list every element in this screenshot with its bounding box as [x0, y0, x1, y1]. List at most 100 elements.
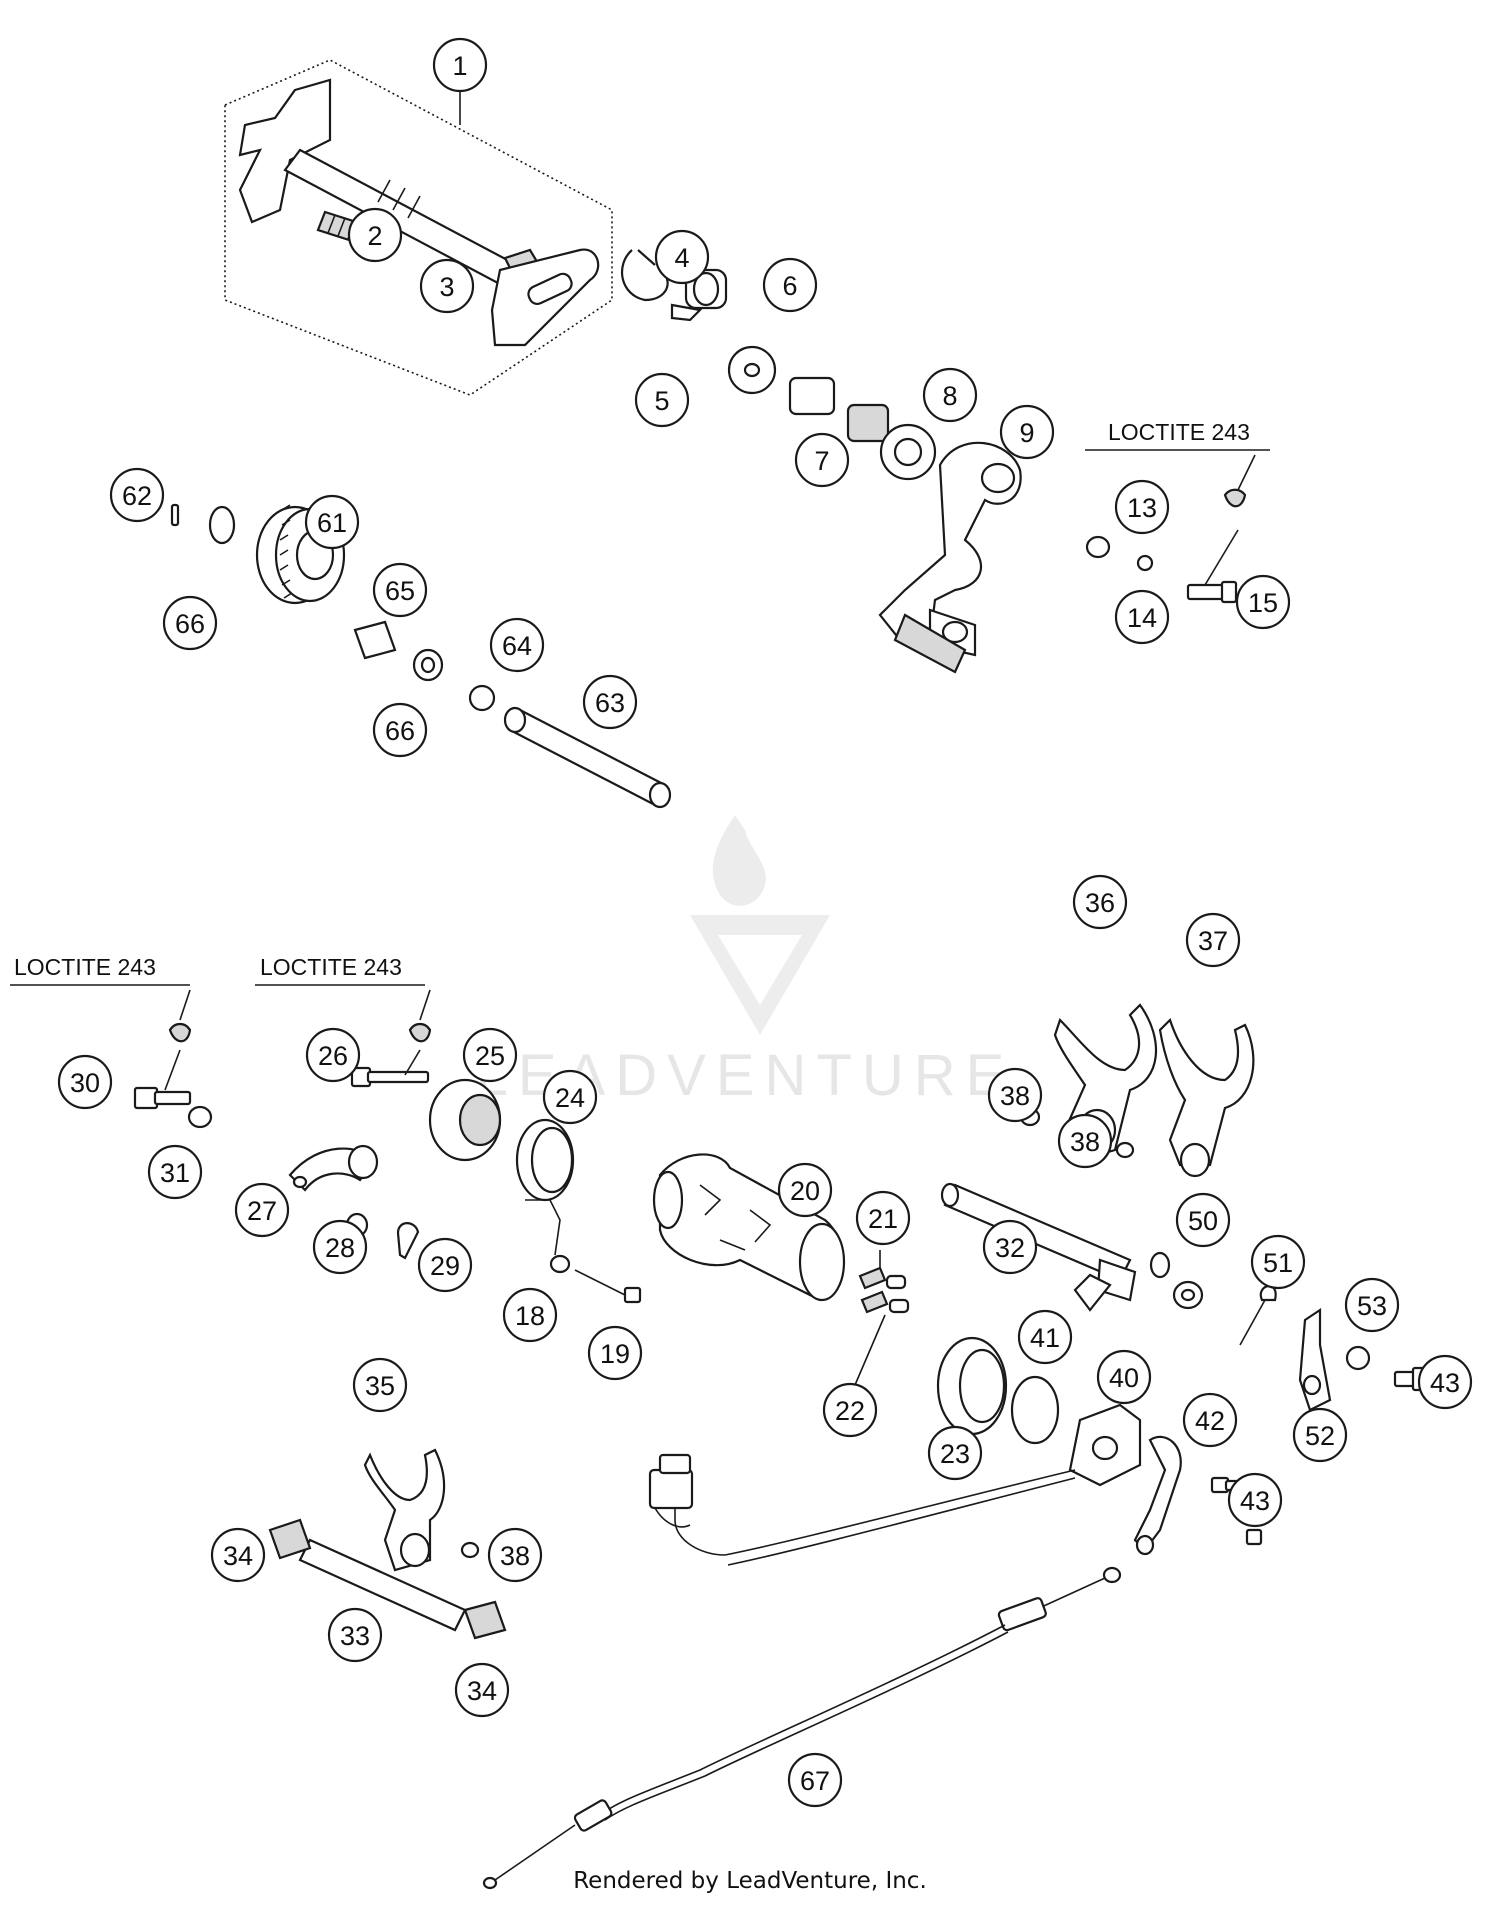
callout-37: 37 [1185, 912, 1241, 968]
callout-circle [982, 1219, 1038, 1275]
callout-circle [1175, 1192, 1231, 1248]
callout-51: 51 [1250, 1234, 1306, 1290]
callout-38: 38 [987, 1067, 1043, 1123]
callout-circle [372, 702, 428, 758]
callout-2: 2 [347, 207, 403, 263]
callout-64: 64 [489, 617, 545, 673]
gear-sensor-bracket [1239, 1284, 1427, 1412]
callout-circle [304, 494, 360, 550]
callout-40: 40 [1096, 1349, 1152, 1405]
callout-number: 53 [1357, 1291, 1387, 1321]
callout-18: 18 [502, 1287, 558, 1343]
callout-circle [462, 1027, 518, 1083]
callout-circle [542, 1069, 598, 1125]
footer-credit: Rendered by LeadVenture, Inc. [573, 1868, 927, 1894]
callout-22: 22 [822, 1382, 878, 1438]
callout-circle [210, 1527, 266, 1583]
callout-number: 43 [1430, 1368, 1460, 1398]
callout-number: 13 [1127, 493, 1157, 523]
shift-shaft-kit [224, 59, 613, 396]
callout-52: 52 [1292, 1407, 1348, 1463]
callout-number: 67 [800, 1766, 830, 1796]
callout-number: 65 [385, 576, 415, 606]
callout-number: 29 [430, 1251, 460, 1281]
loctite-notes [10, 984, 432, 1043]
callout-number: 61 [317, 508, 347, 538]
callout-circle [1057, 1113, 1113, 1169]
callout-number: 42 [1195, 1406, 1225, 1436]
callout-28: 28 [312, 1219, 368, 1275]
callout-circle [1417, 1354, 1473, 1410]
callout-number: 62 [122, 481, 152, 511]
callout-20: 20 [777, 1162, 833, 1218]
callout-number: 2 [367, 221, 382, 251]
callout-number: 21 [868, 1204, 898, 1234]
callout-circle [1096, 1349, 1152, 1405]
callout-number: 18 [515, 1301, 545, 1331]
callout-circle [502, 1287, 558, 1343]
callout-43: 43 [1417, 1354, 1473, 1410]
callout-circle [489, 617, 545, 673]
kickstart-idler-gear [170, 503, 672, 809]
callout-number: 38 [1070, 1127, 1100, 1157]
callout-number: 28 [325, 1233, 355, 1263]
callout-3: 3 [419, 258, 475, 314]
callout-circle [822, 1382, 878, 1438]
callout-circle [234, 1182, 290, 1238]
callout-circle [1114, 479, 1170, 535]
callout-number: 51 [1263, 1248, 1293, 1278]
callout-65: 65 [372, 562, 428, 618]
callout-number: 40 [1109, 1363, 1139, 1393]
callout-36: 36 [1072, 874, 1128, 930]
callout-8: 8 [922, 367, 978, 423]
callout-circle [147, 1144, 203, 1200]
callout-number: 1 [452, 51, 467, 81]
callout-circle [855, 1190, 911, 1246]
callout-number: 43 [1240, 1486, 1270, 1516]
detent-lever-parts [288, 1144, 420, 1260]
callout-38: 38 [487, 1527, 543, 1583]
shift-lever [878, 441, 1022, 674]
callout-number: 8 [942, 381, 957, 411]
callout-33: 33 [327, 1607, 383, 1663]
callout-circle [1017, 1309, 1073, 1365]
leadventure-watermark: LEADVENTURE [476, 815, 1004, 1108]
callout-number: 38 [500, 1541, 530, 1571]
callout-number: 15 [1248, 588, 1278, 618]
callout-circle [1072, 874, 1128, 930]
loctite-label-left: LOCTITE 243 [14, 954, 156, 980]
callout-number: 50 [1188, 1206, 1218, 1236]
callout-number: 20 [790, 1176, 820, 1206]
callout-62: 62 [109, 467, 165, 523]
callout-24: 24 [542, 1069, 598, 1125]
callout-circle [634, 372, 690, 428]
callout-number: 27 [247, 1196, 277, 1226]
callout-circle [454, 1662, 510, 1718]
shift-forks-upper [1019, 1003, 1255, 1178]
callout-circle [312, 1219, 368, 1275]
callout-number: 63 [595, 688, 625, 718]
callout-circle [654, 229, 710, 285]
callout-circle [1114, 589, 1170, 645]
callout-number: 32 [995, 1233, 1025, 1263]
callout-31: 31 [147, 1144, 203, 1200]
callout-circle [1344, 1277, 1400, 1333]
callout-circle [1185, 912, 1241, 968]
callout-circle [999, 404, 1055, 460]
loctite-label-mid: LOCTITE 243 [260, 954, 402, 980]
drum-detent-springs [854, 1250, 910, 1386]
lever-bolt-hardware [1085, 449, 1270, 604]
callout-number: 7 [814, 446, 829, 476]
callout-number: 36 [1085, 888, 1115, 918]
callout-6: 6 [762, 257, 818, 313]
callout-number: 30 [70, 1068, 100, 1098]
callout-circle [1235, 574, 1291, 630]
drum-bearing-rings [936, 1336, 1060, 1445]
callout-9: 9 [999, 404, 1055, 460]
callout-number: 5 [654, 386, 669, 416]
shift-drum-locating [428, 1078, 575, 1202]
callout-number: 66 [175, 609, 205, 639]
callout-circle [922, 367, 978, 423]
callout-66: 66 [372, 702, 428, 758]
